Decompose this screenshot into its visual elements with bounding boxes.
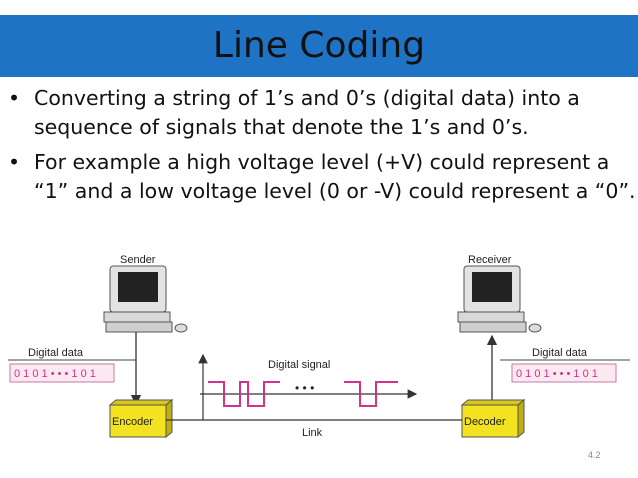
digital-data-right-label: Digital data [532,347,588,359]
sender-label: Sender [120,254,156,266]
bullet-icon: • [8,86,21,110]
receiver-label: Receiver [468,254,512,266]
decoder-label: Decoder [464,416,506,428]
signal-ellipsis: • • • [295,381,314,395]
encoder-box [108,398,174,439]
title-bar [0,15,638,77]
decoder-box [460,398,526,439]
slide-title: Line Coding [212,25,426,66]
bullet-text: Converting a string of 1’s and 0’s (digi… [34,86,580,139]
sender-computer-icon [103,265,188,333]
bullet-list: • Converting a string of 1’s and 0’s (di… [8,84,636,212]
bullet-text: For example a high voltage level (+V) co… [34,150,636,203]
digital-signal-wave [208,381,280,407]
bullet-item: • For example a high voltage level (+V) … [8,148,636,206]
bullet-item: • Converting a string of 1’s and 0’s (di… [8,84,636,142]
digital-data-left-label: Digital data [28,347,84,359]
bullet-icon: • [8,150,21,174]
receiver-computer-icon [457,265,542,333]
bits-box-left [9,363,115,383]
bits-box-right [511,363,617,383]
line-coding-diagram: Sender Receiver Digital data 0 1 0 1 • •… [8,254,630,460]
bits-left: 0 1 0 1 • • • 1 0 1 [14,368,96,380]
slide-number: 4.2 [588,450,601,460]
bits-right: 0 1 0 1 • • • 1 0 1 [516,368,598,380]
signal-label: Digital signal [268,359,330,371]
encoder-label: Encoder [112,416,153,428]
digital-signal-wave-end [344,381,398,407]
link-label: Link [302,427,323,439]
